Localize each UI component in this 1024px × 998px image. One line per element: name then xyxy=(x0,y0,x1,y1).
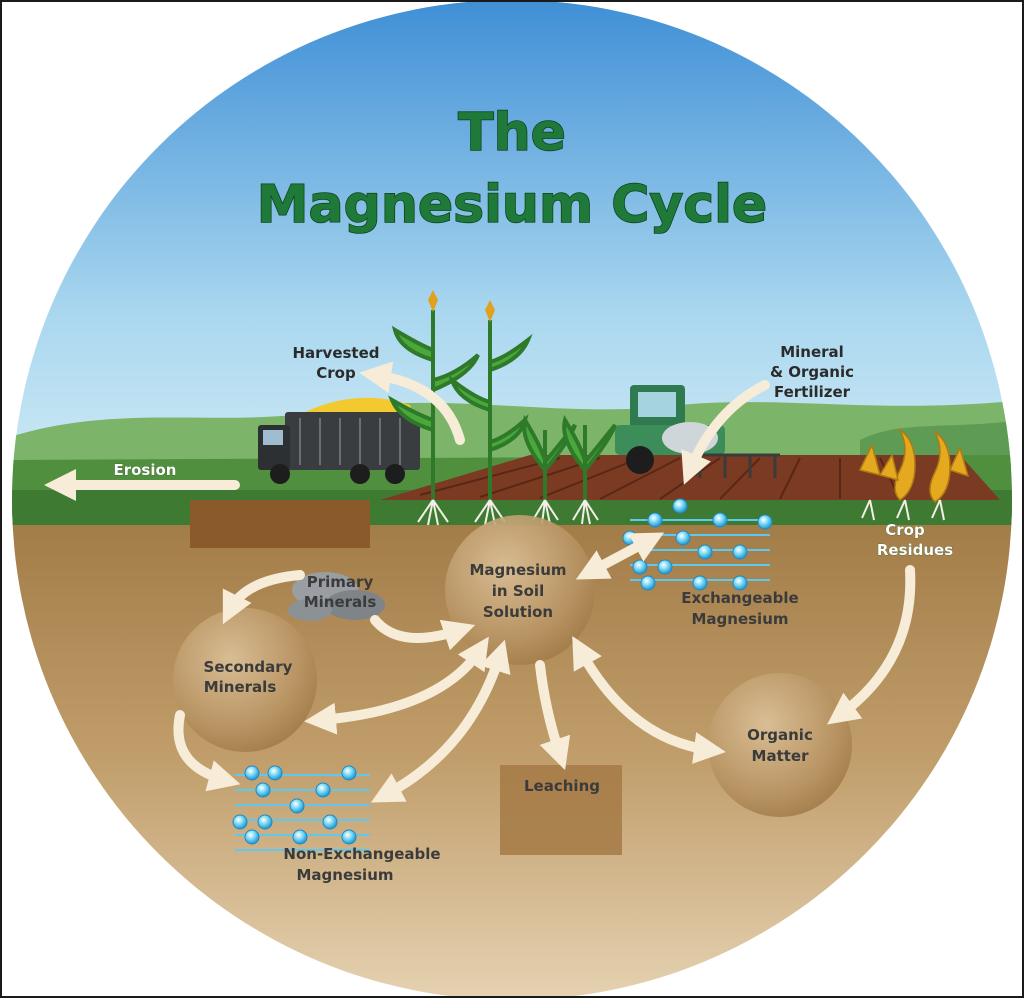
label-non-exchangeable-2: Magnesium xyxy=(296,866,393,884)
labels: Harvested Crop Mineral & Organic Fertili… xyxy=(113,343,953,884)
truck-icon xyxy=(258,397,420,484)
label-organic-matter-2: Matter xyxy=(752,747,810,765)
harvest-arrow xyxy=(359,361,465,445)
label-secondary-minerals-2: Minerals xyxy=(204,678,277,696)
cycle-arrows xyxy=(43,361,916,803)
organic-matter-bubble xyxy=(708,673,852,817)
primary-minerals-rocks xyxy=(288,572,385,621)
residue-roots xyxy=(861,499,945,521)
label-soil-solution-1: Magnesium xyxy=(469,561,566,579)
solution-organic-arrow xyxy=(572,636,726,764)
erosion-soil-block xyxy=(190,500,370,548)
label-primary-minerals-1: Primary xyxy=(307,573,374,591)
primary-to-secondary-arrow xyxy=(222,570,305,625)
solution-nonexchangeable-arrow xyxy=(370,639,511,803)
label-fertilizer-2: & Organic xyxy=(770,363,854,381)
label-primary-minerals-2: Minerals xyxy=(304,593,377,611)
non-exchangeable-magnesium-icon xyxy=(232,765,370,851)
tractor-icon xyxy=(615,385,780,478)
soil-solution-bubble xyxy=(445,515,595,665)
label-exchangeable-2: Magnesium xyxy=(691,610,788,628)
exchange-arrow xyxy=(575,532,665,580)
label-non-exchangeable-1: Non-Exchangeable xyxy=(283,845,440,863)
corn-plants xyxy=(387,310,617,500)
plant-roots xyxy=(417,499,599,526)
residue-arrow xyxy=(827,565,916,725)
label-soil-solution-3: Solution xyxy=(483,603,553,621)
leaching-arrow xyxy=(535,660,571,771)
crop-residues-icon xyxy=(858,427,970,503)
label-leaching: Leaching xyxy=(524,777,600,795)
label-secondary-minerals-1: Secondary xyxy=(204,658,293,676)
label-fertilizer-1: Mineral xyxy=(780,343,844,361)
label-crop-residues-1: Crop xyxy=(885,521,925,539)
label-exchangeable-1: Exchangeable xyxy=(681,589,798,607)
title-line-1: The xyxy=(458,103,566,163)
label-harvested-crop-2: Crop xyxy=(316,364,356,382)
secondary-minerals-bubble xyxy=(173,608,317,752)
leaching-block xyxy=(500,765,622,855)
label-crop-residues-2: Residues xyxy=(877,541,953,559)
label-fertilizer-3: Fertilizer xyxy=(774,383,851,401)
label-soil-solution-2: in Soil xyxy=(492,582,544,600)
fertilizer-arrow xyxy=(681,380,770,485)
label-harvested-crop-1: Harvested xyxy=(292,344,379,362)
secondary-to-nonexchangeable-arrow xyxy=(173,710,241,792)
label-erosion: Erosion xyxy=(113,461,176,479)
corn-tassels xyxy=(428,290,495,322)
title-line-2: Magnesium Cycle xyxy=(257,175,767,235)
label-organic-matter-1: Organic xyxy=(747,726,813,744)
